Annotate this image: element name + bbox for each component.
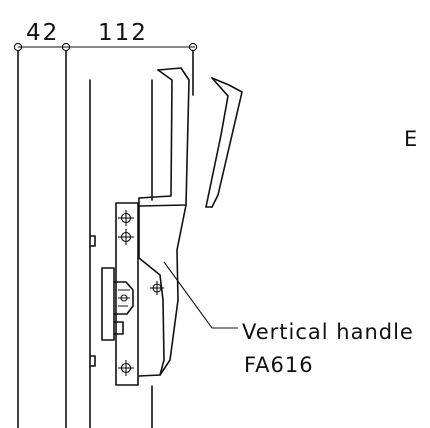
lock-mechanism — [101, 267, 134, 341]
section-label-e: E — [404, 127, 418, 151]
dimension-42: 42 — [26, 20, 59, 46]
callout-title: Vertical handle — [242, 320, 414, 344]
hinge-knuckle — [89, 355, 96, 367]
handle-closed — [138, 67, 190, 377]
callout-code: FA616 — [244, 353, 314, 377]
hinge-knuckle — [89, 235, 96, 247]
door-profile-lines — [17, 50, 194, 428]
callout-leader — [163, 261, 238, 329]
screw-hole — [118, 229, 134, 245]
screw-hole — [118, 210, 134, 226]
dimension-112: 112 — [98, 20, 148, 46]
screw-hole — [150, 281, 164, 295]
screw-hole — [118, 360, 134, 376]
mounting-plate — [115, 202, 164, 386]
dimension-chain: 42 112 — [13, 20, 198, 52]
handle-open — [205, 77, 243, 208]
